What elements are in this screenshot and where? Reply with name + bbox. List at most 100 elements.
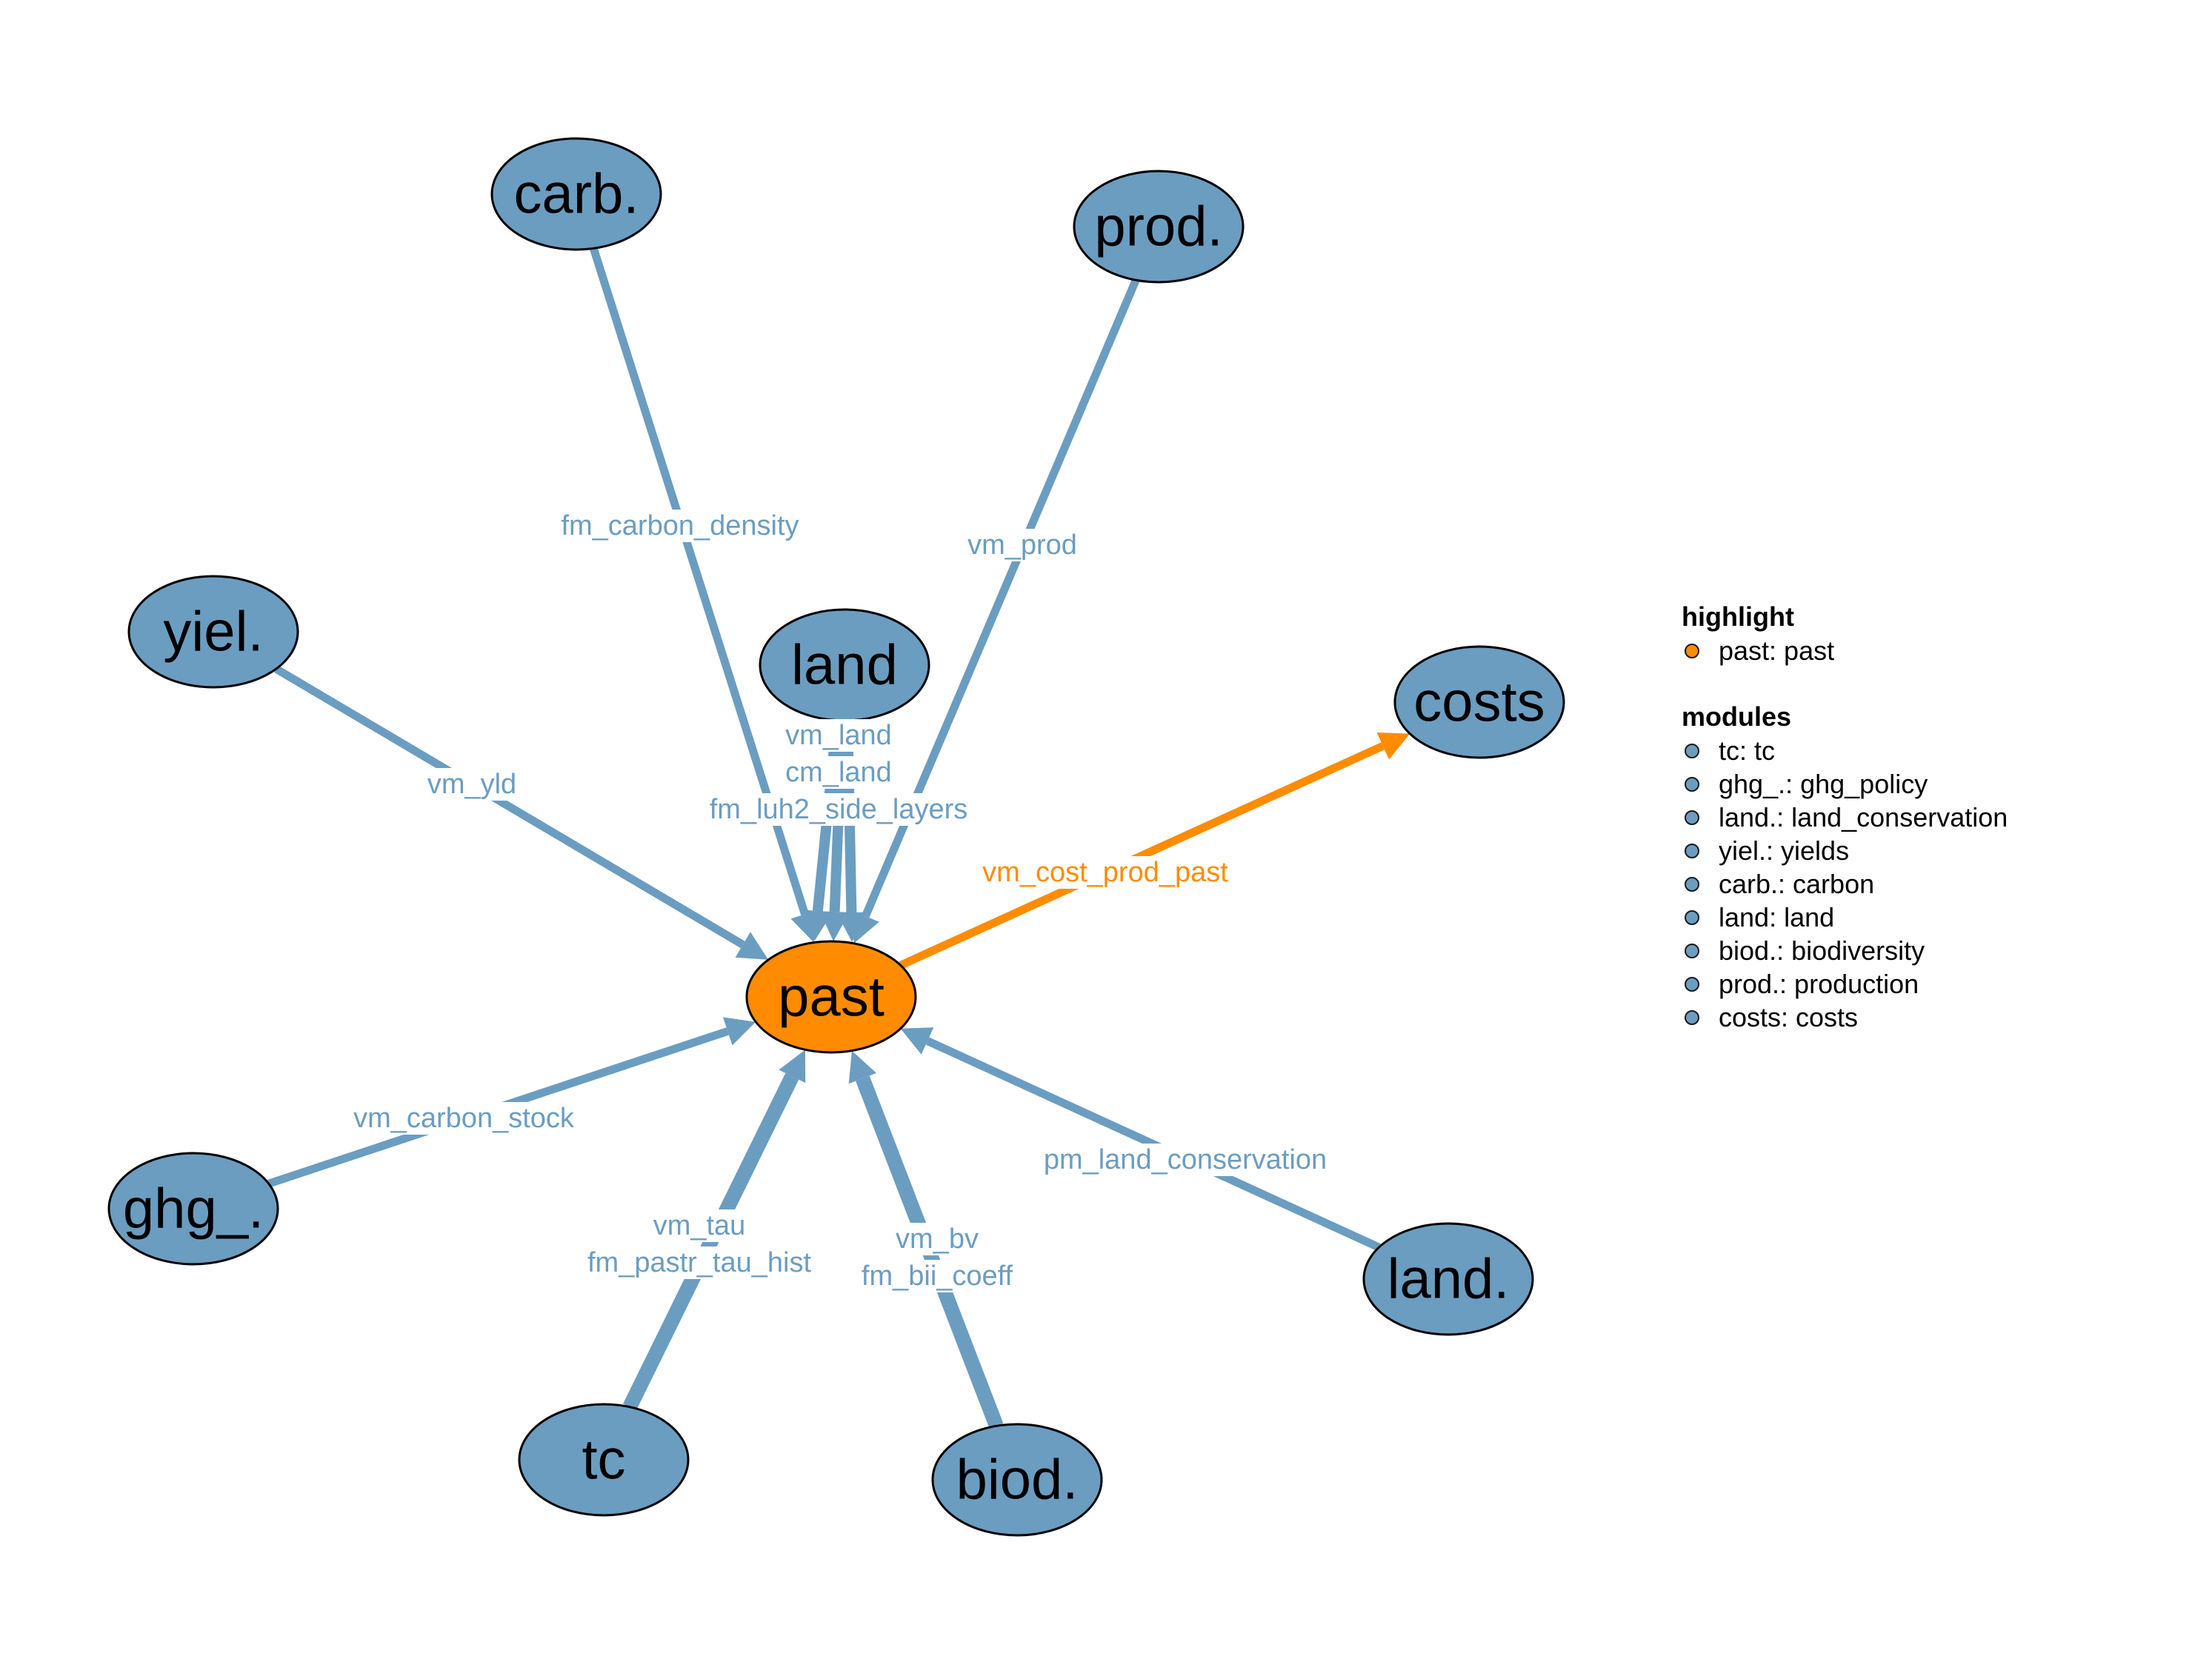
edge-label-biod-past: fm_bii_coeff [862,1261,1013,1292]
legend-item-label: yiel.: yields [1719,835,1850,866]
legend-highlight-title: highlight [1682,601,1794,632]
node-carb[interactable]: carb. [490,137,662,251]
edge-label-past-costs: vm_cost_prod_past [982,857,1228,888]
node-ellipse [518,1403,690,1517]
legend-modules-title: modules [1682,701,1792,732]
legend-module-item-6: biod.: biodiversity [1682,934,2008,967]
legend-dot-icon [1685,877,1699,892]
edge-label-background [422,768,522,801]
arrowhead-biod-past [848,1050,877,1084]
legend-dot-icon [1685,744,1699,758]
node-ellipse [931,1423,1103,1537]
legend-dot-icon [1685,977,1699,992]
node-label: biod. [956,1449,1079,1512]
edge-label-background [649,1209,750,1242]
arrowhead-yiel-past [735,932,769,960]
edge-label-background [544,510,816,542]
edge-label-background [780,719,897,752]
node-ellipse [745,940,917,1054]
edge-label-background [687,793,990,826]
legend-dot-icon [1685,810,1699,825]
edge-label-background [343,1102,584,1135]
node-ellipse [1393,645,1565,759]
edge-label-background [1026,1144,1345,1176]
edge-label-carb-past: fm_carbon_density [561,510,799,541]
legend-module-item-3: yiel.: yields [1682,834,2008,867]
edge-label-land-past: vm_land [785,720,892,751]
edge-label-prod-past: vm_prod [967,530,1077,561]
node-label: carb. [514,163,639,226]
node-label: prod. [1094,196,1222,258]
node-label: past [778,966,885,1029]
arrowhead-landc-past [900,1027,934,1055]
arrowhead-ghg-past [722,1017,756,1046]
legend-module-item-2: land.: land_conservation [1682,801,2008,834]
legend-module-item-7: prod.: production [1682,967,2008,1001]
edge-label-tc-past: fm_pastr_tau_hist [587,1247,811,1278]
node-ellipse [1362,1222,1534,1336]
legend-module-item-4: carb.: carbon [1682,867,2008,901]
legend-dot-icon [1685,1010,1699,1025]
legend-dot-icon [1685,644,1699,658]
node-ellipse [1073,170,1245,284]
node-yiel[interactable]: yiel. [127,575,299,689]
legend-dot-icon [1685,944,1699,958]
edge-label-landc-past: pm_land_conservation [1044,1144,1327,1175]
edge-label-tc-past: vm_tau [653,1210,746,1241]
legend-highlight-list: past: past [1682,634,2008,667]
edge-label-background [563,1246,836,1279]
edge-labels: fm_carbon_density vm_prod vm_yld vm_land cm_… [343,510,1345,1292]
node-label: ghg_. [123,1178,264,1241]
edge-past-costs [899,742,1385,969]
node-ellipse [127,575,299,689]
legend-item-label: prod.: production [1719,969,1919,999]
node-ghg[interactable]: ghg_. [107,1152,279,1266]
node-label: land. [1388,1248,1510,1311]
edge-label-land-past: cm_land [785,757,892,788]
edge-label-yiel-past: vm_yld [427,769,516,800]
edge-yiel-past [273,665,745,949]
edge-label-background [964,529,1081,561]
node-biod[interactable]: biod. [931,1423,1103,1537]
node-label: yiel. [163,601,263,664]
legend-highlight-item-0: past: past [1682,634,2008,667]
arrowhead-land-past-2 [802,909,833,941]
legend-item-label: land.: land_conservation [1719,802,2008,832]
edge-label-biod-past: vm_bv [896,1224,979,1255]
legend-dot-icon [1685,910,1699,925]
legend-module-item-1: ghg_.: ghg_policy [1682,767,2008,801]
legend-item-label: costs: costs [1719,1002,1859,1032]
legend-module-item-5: land: land [1682,901,2008,934]
edges [267,247,1410,1429]
edge-label-background [780,756,897,789]
edge-label-ghg-past: vm_carbon_stock [353,1103,575,1134]
node-land[interactable]: land [759,608,930,722]
legend-item-label: land: land [1719,902,1835,932]
node-label: costs [1413,671,1545,734]
node-ellipse [490,137,662,251]
node-label: land [791,634,898,697]
node-tc[interactable]: tc [518,1403,690,1517]
legend-item-label: tc: tc [1719,735,1776,766]
node-ellipse [107,1152,279,1266]
legend-item-label: carb.: carbon [1719,869,1875,899]
arrowhead-past-costs [1376,732,1410,760]
legend-item-label: biod.: biodiversity [1719,935,1925,966]
node-label: tc [582,1429,625,1492]
legend-item-label: past: past [1719,635,1835,666]
edge-label-background [894,1223,980,1255]
node-past[interactable]: past [745,940,917,1054]
nodes: past carb. prod. yiel. land costs ghg_. land. tc… [107,137,1565,1537]
legend-dot-icon [1685,777,1699,792]
node-prod[interactable]: prod. [1073,170,1245,284]
edge-label-land-past: fm_luh2_side_layers [710,794,968,825]
edge-label-background [969,856,1242,889]
edge-label-background [840,1260,1034,1292]
node-landc[interactable]: land. [1362,1222,1534,1336]
legend-module-item-0: tc: tc [1682,734,2008,767]
node-costs[interactable]: costs [1393,645,1565,759]
legend-dot-icon [1685,844,1699,858]
